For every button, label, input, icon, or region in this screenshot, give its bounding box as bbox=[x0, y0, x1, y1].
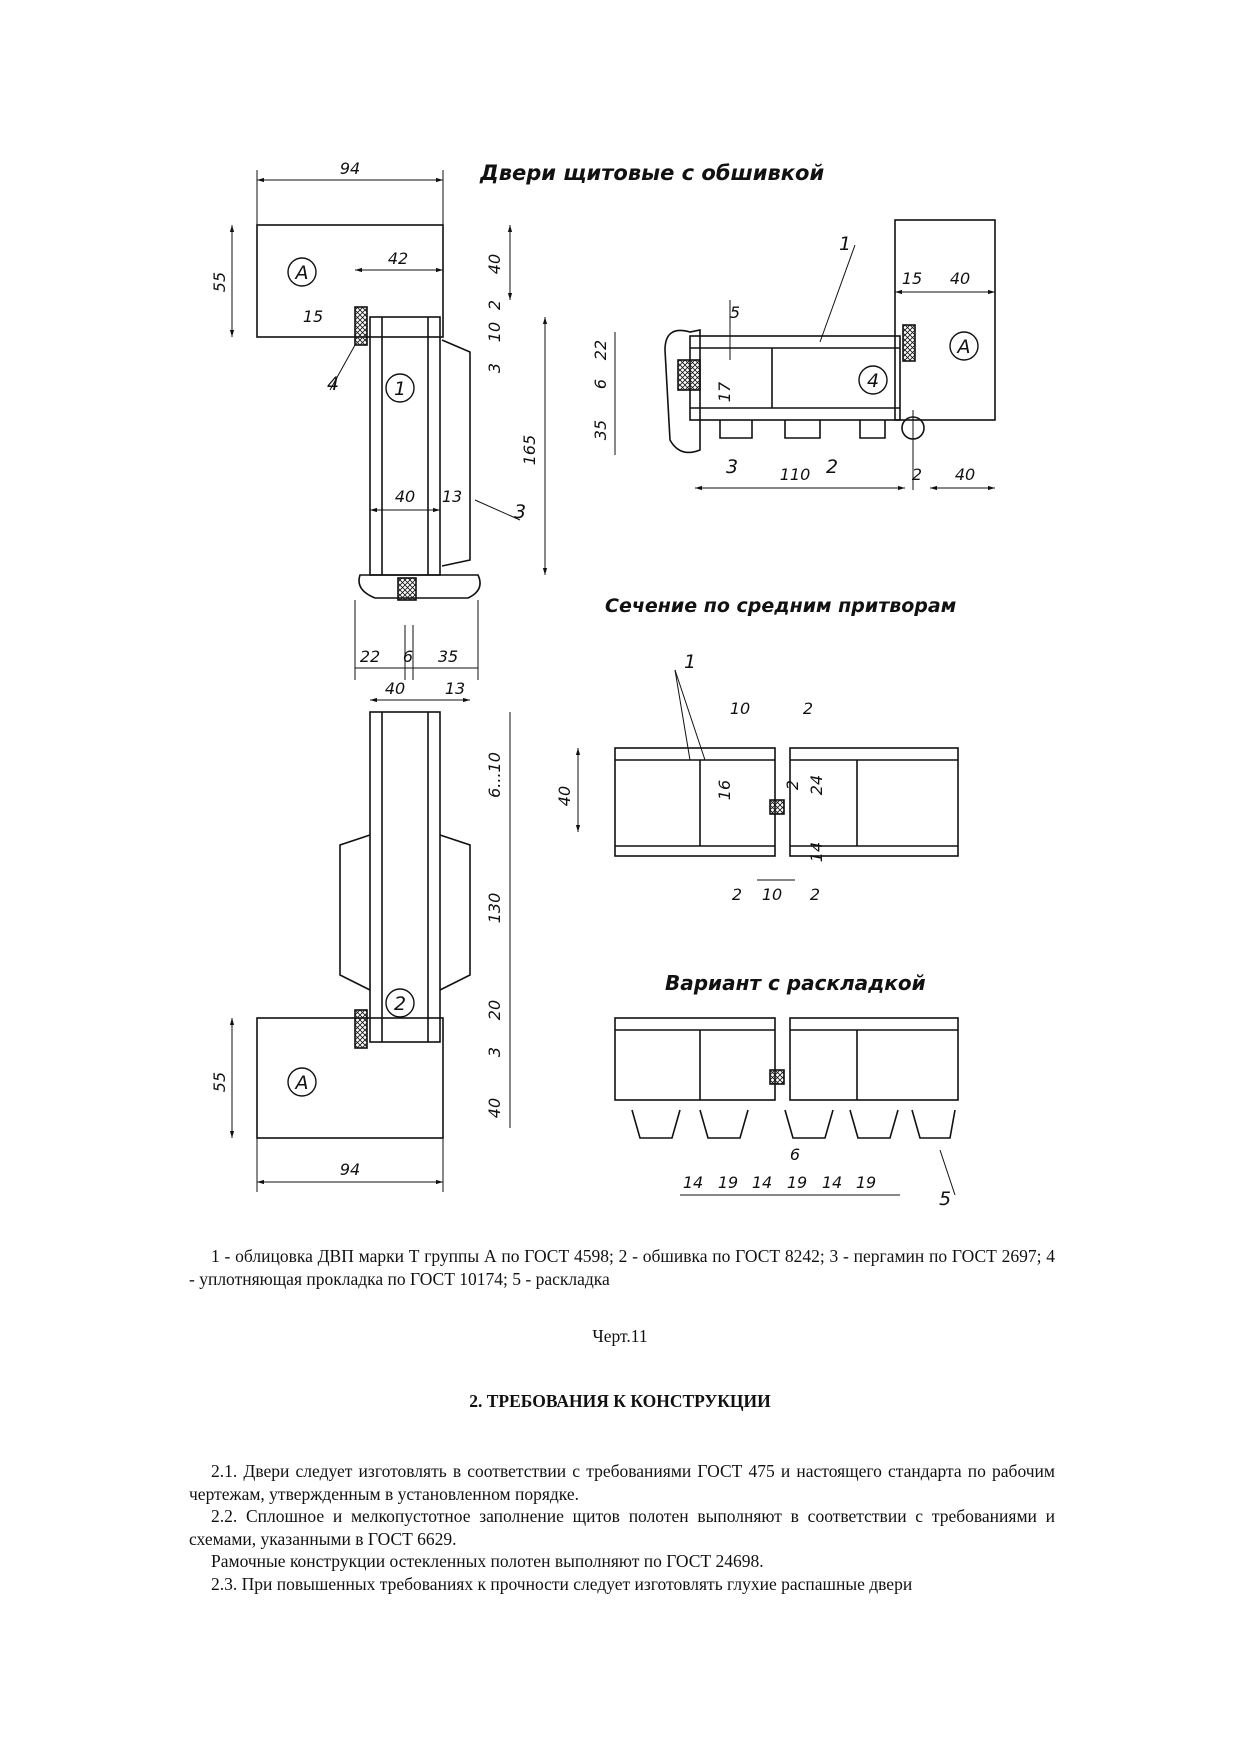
dim-6-b: 6 bbox=[591, 379, 610, 389]
dim-14-b: 14 bbox=[683, 1173, 703, 1192]
dim-2-e: 2 bbox=[732, 885, 742, 904]
dim-13-a: 13 bbox=[442, 487, 462, 506]
figure-caption: Черт.11 bbox=[592, 1326, 648, 1346]
face-marker-a-3: А bbox=[294, 1072, 309, 1094]
drawing-caption-top: Двери щитовые с обшивкой bbox=[479, 161, 824, 185]
dim-165: 165 bbox=[520, 435, 539, 466]
seal-right bbox=[902, 324, 916, 362]
callout-3-right: 3 bbox=[726, 456, 738, 478]
callout-1-middle: 1 bbox=[684, 651, 696, 673]
section-marker-1: 1 bbox=[394, 378, 406, 400]
dim-40-g: 40 bbox=[555, 786, 574, 806]
dim-22-b: 22 bbox=[591, 340, 610, 360]
dim-94-top: 94 bbox=[340, 159, 360, 178]
facing-skin-bottom bbox=[339, 834, 471, 991]
callout-2-right: 2 bbox=[826, 456, 838, 478]
figure-legend: 1 - облицовка ДВП марки Т группы А по ГО… bbox=[189, 1245, 1055, 1290]
dim-40-f: 40 bbox=[485, 1098, 504, 1118]
dim-130: 130 bbox=[485, 893, 504, 924]
dim-15-b: 15 bbox=[902, 269, 922, 288]
dim-40-d: 40 bbox=[955, 465, 975, 484]
leaf-right-variant bbox=[789, 1017, 959, 1101]
dim-20: 20 bbox=[485, 1000, 504, 1020]
glazing-bead-top bbox=[358, 574, 481, 599]
dim-19-c: 19 bbox=[856, 1173, 876, 1192]
seal-variant bbox=[769, 1069, 785, 1085]
section-marker-4: 4 bbox=[867, 370, 879, 392]
callout-1-top: 1 bbox=[839, 233, 851, 255]
paragraph-2-3: 2.3. При повышенных требованиях к прочно… bbox=[211, 1573, 913, 1594]
dim-14-a: 14 bbox=[807, 842, 826, 862]
dim-6-a: 6 bbox=[403, 647, 413, 666]
dim-16: 16 bbox=[715, 780, 734, 800]
dim-110: 110 bbox=[780, 465, 811, 484]
dim-14-d: 14 bbox=[822, 1173, 842, 1192]
seal-middle bbox=[769, 799, 785, 815]
dim-3-b: 3 bbox=[485, 1047, 504, 1057]
glazing-bead-right bbox=[664, 329, 701, 454]
drawing-caption-bottom: Вариант с раскладкой bbox=[665, 971, 926, 995]
technical-drawing: Двери щитовые с обшивкой Сечение по сред… bbox=[210, 159, 996, 1210]
dim-40-b: 40 bbox=[395, 487, 415, 506]
dim-22-a: 22 bbox=[360, 647, 380, 666]
dim-15-a: 15 bbox=[303, 307, 323, 326]
leaf-left-variant bbox=[614, 1017, 776, 1101]
jamb-block-bottom bbox=[256, 1017, 444, 1139]
paragraph-2-1: 2.1. Двери следует изготовлять в соответ… bbox=[189, 1461, 1055, 1504]
section-marker-2: 2 bbox=[394, 993, 406, 1015]
drawing-caption-middle: Сечение по средним притворам bbox=[605, 595, 956, 617]
dim-3-a: 3 bbox=[485, 363, 504, 373]
dim-55-top: 55 bbox=[210, 272, 229, 292]
dim-24: 24 bbox=[807, 775, 826, 795]
dim-94-bottom: 94 bbox=[340, 1160, 360, 1179]
door-stile-bottom bbox=[369, 711, 441, 1043]
face-marker-a-1: А bbox=[294, 262, 309, 284]
jamb-block-right bbox=[894, 219, 996, 421]
paragraph-frames: Рамочные конструкции остекленных полотен… bbox=[211, 1551, 764, 1571]
dim-35-b: 35 bbox=[591, 420, 610, 440]
dim-2-b: 2 bbox=[912, 465, 922, 484]
dim-14-c: 14 bbox=[752, 1173, 772, 1192]
dim-2-c: 2 bbox=[803, 699, 813, 718]
dim-2-a: 2 bbox=[485, 300, 504, 310]
callout-5: 5 bbox=[939, 1188, 951, 1210]
dim-19-a: 19 bbox=[718, 1173, 738, 1192]
dim-40-e: 40 bbox=[385, 679, 405, 698]
dim-42: 42 bbox=[388, 249, 408, 268]
dim-55-bottom: 55 bbox=[210, 1072, 229, 1092]
callout-4: 4 bbox=[327, 373, 339, 395]
dim-2-d: 2 bbox=[783, 780, 802, 790]
bead-strips bbox=[631, 1109, 956, 1139]
legend-text: 1 - облицовка ДВП марки Т группы А по ГО… bbox=[189, 1246, 1055, 1289]
dim-13-b: 13 bbox=[445, 679, 465, 698]
leaf-right-middle bbox=[789, 747, 959, 857]
dim-5: 5 bbox=[730, 303, 740, 322]
dim-19-b: 19 bbox=[787, 1173, 807, 1192]
jamb-block-top bbox=[256, 224, 444, 338]
dim-40-c: 40 bbox=[950, 269, 970, 288]
dim-40-a: 40 bbox=[485, 254, 504, 274]
section-heading: 2. ТРЕБОВАНИЯ К КОНСТРУКЦИИ bbox=[469, 1391, 771, 1411]
seal-top-left bbox=[354, 306, 368, 346]
seal-bottom-left bbox=[354, 1009, 368, 1049]
face-marker-a-2: А bbox=[956, 336, 971, 358]
dim-10-a: 10 bbox=[485, 322, 504, 342]
dim-35-a: 35 bbox=[438, 647, 458, 666]
dim-17: 17 bbox=[715, 381, 734, 402]
dim-10-b: 10 bbox=[730, 699, 750, 718]
section-body: 2.1. Двери следует изготовлять в соответ… bbox=[189, 1460, 1055, 1595]
dim-10-c: 10 bbox=[762, 885, 782, 904]
paragraph-2-2: 2.2. Сплошное и мелкопустотное заполнени… bbox=[189, 1506, 1055, 1549]
dim-6-10: 6...10 bbox=[485, 752, 504, 798]
leaf-left-middle bbox=[614, 747, 776, 857]
dim-2-f: 2 bbox=[810, 885, 820, 904]
door-stile-top bbox=[369, 316, 441, 576]
callout-3-left: 3 bbox=[514, 501, 526, 523]
dim-6-c: 6 bbox=[790, 1145, 800, 1164]
facing-skin-top bbox=[441, 339, 471, 567]
